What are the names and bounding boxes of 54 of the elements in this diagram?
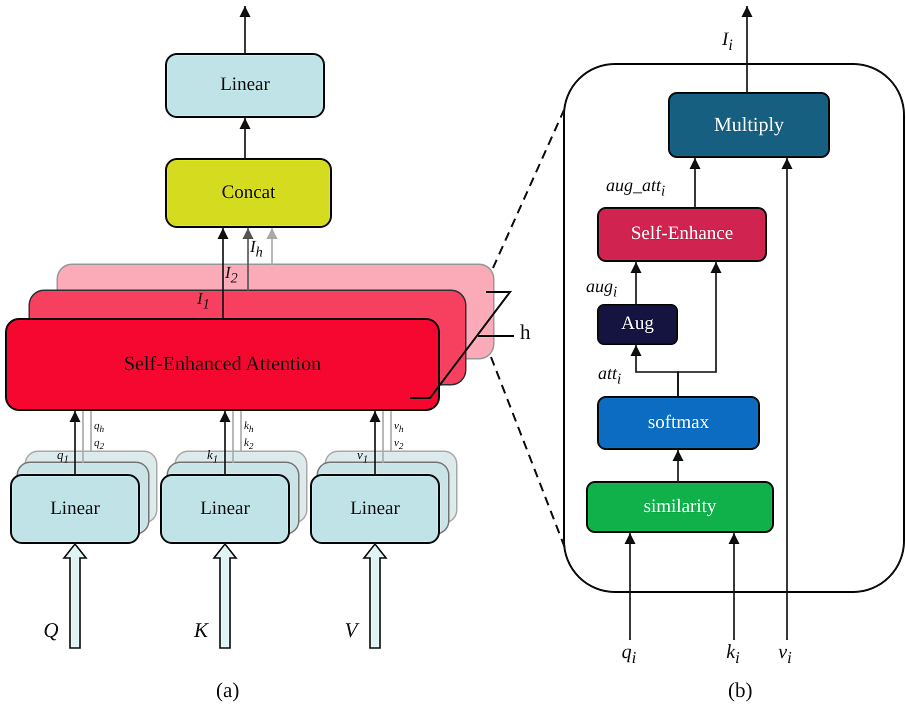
arrow — [728, 533, 740, 640]
edge-label: q$_{1}$ — [57, 448, 69, 466]
arrow — [240, 6, 250, 53]
edge-label: att$_{i}$ — [598, 364, 622, 388]
arrow — [240, 118, 250, 158]
arrow — [242, 228, 254, 291]
arrow — [742, 6, 752, 92]
input-label: Q — [36, 614, 66, 648]
input-label: K — [186, 614, 216, 648]
edge-label: k$_{h}$ — [244, 421, 254, 434]
concat-box: Concat — [165, 158, 332, 228]
edge-label: v$_{h}$ — [394, 421, 404, 434]
panel-caption: (a) — [216, 680, 240, 701]
input-label: V — [336, 614, 366, 648]
arrow — [218, 228, 228, 318]
arrow — [220, 411, 230, 474]
arrow — [70, 411, 80, 474]
edge-label: v$_{1}$ — [357, 448, 368, 466]
zoom-line — [492, 110, 565, 268]
panel-caption: (b) — [728, 680, 752, 701]
arrow — [630, 262, 642, 304]
aug-box: Aug — [597, 304, 678, 345]
multiply-box: Multiply — [668, 92, 830, 158]
edge-label: I$_{1}$ — [197, 290, 210, 312]
edge-label: k$_{1}$ — [207, 448, 218, 466]
edge-label: v$_{2}$ — [394, 438, 404, 452]
edge-label: q$_{2}$ — [94, 438, 104, 452]
arrow — [624, 533, 636, 640]
similarity-box: similarity — [586, 481, 774, 533]
linear-box: Linear — [165, 53, 325, 118]
head-count-label: h — [520, 322, 530, 343]
hollow-arrow — [212, 542, 238, 649]
edge-label: I$_{h}$ — [250, 238, 263, 260]
edge-label: I$_{i}$ — [722, 30, 733, 54]
arrow — [782, 158, 792, 640]
arrow — [266, 228, 278, 265]
zoom-line — [490, 356, 566, 548]
hollow-arrow — [362, 542, 388, 649]
edge-label: q$_{h}$ — [94, 421, 104, 434]
input-label: q$_{i}$ — [614, 640, 644, 668]
input-label: v$_{i}$ — [770, 640, 800, 668]
arrow — [677, 262, 722, 396]
self-enhance-box: Self-Enhance — [597, 207, 767, 262]
arrow — [370, 411, 380, 474]
input-label: k$_{i}$ — [718, 640, 748, 668]
arrow — [690, 158, 700, 207]
edge-label: aug_att$_{i}$ — [606, 176, 666, 200]
edge-label: I$_{2}$ — [225, 264, 238, 286]
detail-panel-frame — [563, 63, 905, 593]
hollow-arrow — [62, 542, 88, 649]
arrow — [672, 450, 684, 481]
softmax-box: softmax — [597, 396, 760, 450]
edge-label: k$_{2}$ — [244, 438, 254, 452]
edge-label: aug$_{i}$ — [586, 277, 618, 301]
